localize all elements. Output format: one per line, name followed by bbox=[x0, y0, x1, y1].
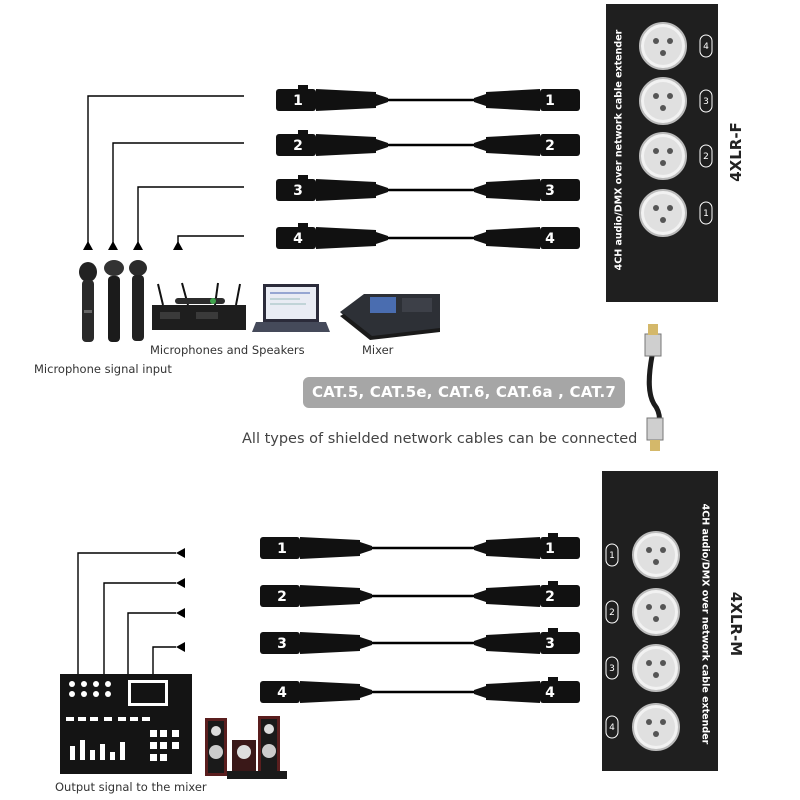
top-extender-device: 4 3 2 1 bbox=[606, 4, 718, 302]
bottom-device-model: 4XLR-M bbox=[727, 591, 745, 657]
xlr-female-port-4: 4 bbox=[639, 22, 713, 70]
port-label: 1 bbox=[703, 209, 709, 219]
port-label: 2 bbox=[703, 152, 709, 162]
xlr-male-port-2: 2 bbox=[605, 588, 680, 636]
top-cable-left-number: 3 bbox=[293, 183, 303, 199]
top-device-description: 4CH audio/DMX over network cable extende… bbox=[613, 29, 625, 271]
top-cable-right-number: 2 bbox=[545, 138, 555, 154]
top-signal-lines bbox=[87, 95, 244, 246]
up-arrow-icons bbox=[83, 241, 183, 250]
port-label: 2 bbox=[609, 608, 615, 618]
mixer-console-icon bbox=[340, 294, 440, 340]
bottom-cable-right-number: 2 bbox=[545, 589, 555, 605]
top-cable-right-number: 1 bbox=[545, 93, 555, 109]
top-device-model: 4XLR-F bbox=[727, 122, 745, 182]
top-cable-right-number: 3 bbox=[545, 183, 555, 199]
port-label: 3 bbox=[609, 664, 615, 674]
laptop-icon bbox=[252, 284, 330, 332]
top-cable-left-number: 4 bbox=[293, 231, 303, 247]
bottom-cable-right-number: 1 bbox=[545, 541, 555, 557]
mixer-panel-icon bbox=[60, 674, 192, 774]
xlr-female-port-2: 2 bbox=[639, 132, 713, 180]
mics-and-speakers-caption: Microphones and Speakers bbox=[150, 343, 305, 357]
port-label: 1 bbox=[609, 551, 615, 561]
cable-types-badge: CAT.5, CAT.5e, CAT.6, CAT.6a , CAT.7 bbox=[303, 377, 625, 408]
port-label: 4 bbox=[703, 42, 709, 52]
wireless-receiver-icon bbox=[152, 282, 246, 330]
bottom-cable-left-number: 4 bbox=[277, 685, 287, 701]
bottom-device-description: 4CH audio/DMX over network cable extende… bbox=[699, 503, 711, 745]
xlr-female-port-1: 1 bbox=[639, 189, 713, 237]
bottom-cable-right-number: 3 bbox=[545, 636, 555, 652]
bottom-cable-right-number: 4 bbox=[545, 685, 555, 701]
speaker-icon bbox=[205, 716, 287, 779]
port-label: 4 bbox=[609, 723, 615, 733]
microphone-icon bbox=[79, 260, 147, 342]
xlr-female-port-3: 3 bbox=[639, 77, 713, 125]
xlr-male-port-4: 4 bbox=[605, 703, 680, 751]
mic-signal-input-caption: Microphone signal input bbox=[34, 362, 172, 376]
top-cable-right-number: 4 bbox=[545, 231, 555, 247]
bottom-signal-lines bbox=[77, 552, 176, 676]
xlr-male-port-1: 1 bbox=[605, 531, 680, 579]
bottom-cable-left-number: 2 bbox=[277, 589, 287, 605]
left-arrow-icons bbox=[176, 548, 185, 652]
xlr-male-port-3: 3 bbox=[605, 644, 680, 692]
bottom-cable-left-number: 1 bbox=[277, 541, 287, 557]
top-cable-left-number: 1 bbox=[293, 93, 303, 109]
top-cable-left-number: 2 bbox=[293, 138, 303, 154]
output-to-mixer-caption: Output signal to the mixer bbox=[55, 780, 207, 794]
ethernet-cable-icon bbox=[644, 324, 664, 451]
shielded-cable-note: All types of shielded network cables can… bbox=[242, 431, 638, 447]
port-label: 3 bbox=[703, 97, 709, 107]
bottom-cable-left-number: 3 bbox=[277, 636, 287, 652]
bottom-extender-device: 1 2 3 4 bbox=[602, 471, 718, 771]
mixer-caption: Mixer bbox=[362, 343, 394, 357]
